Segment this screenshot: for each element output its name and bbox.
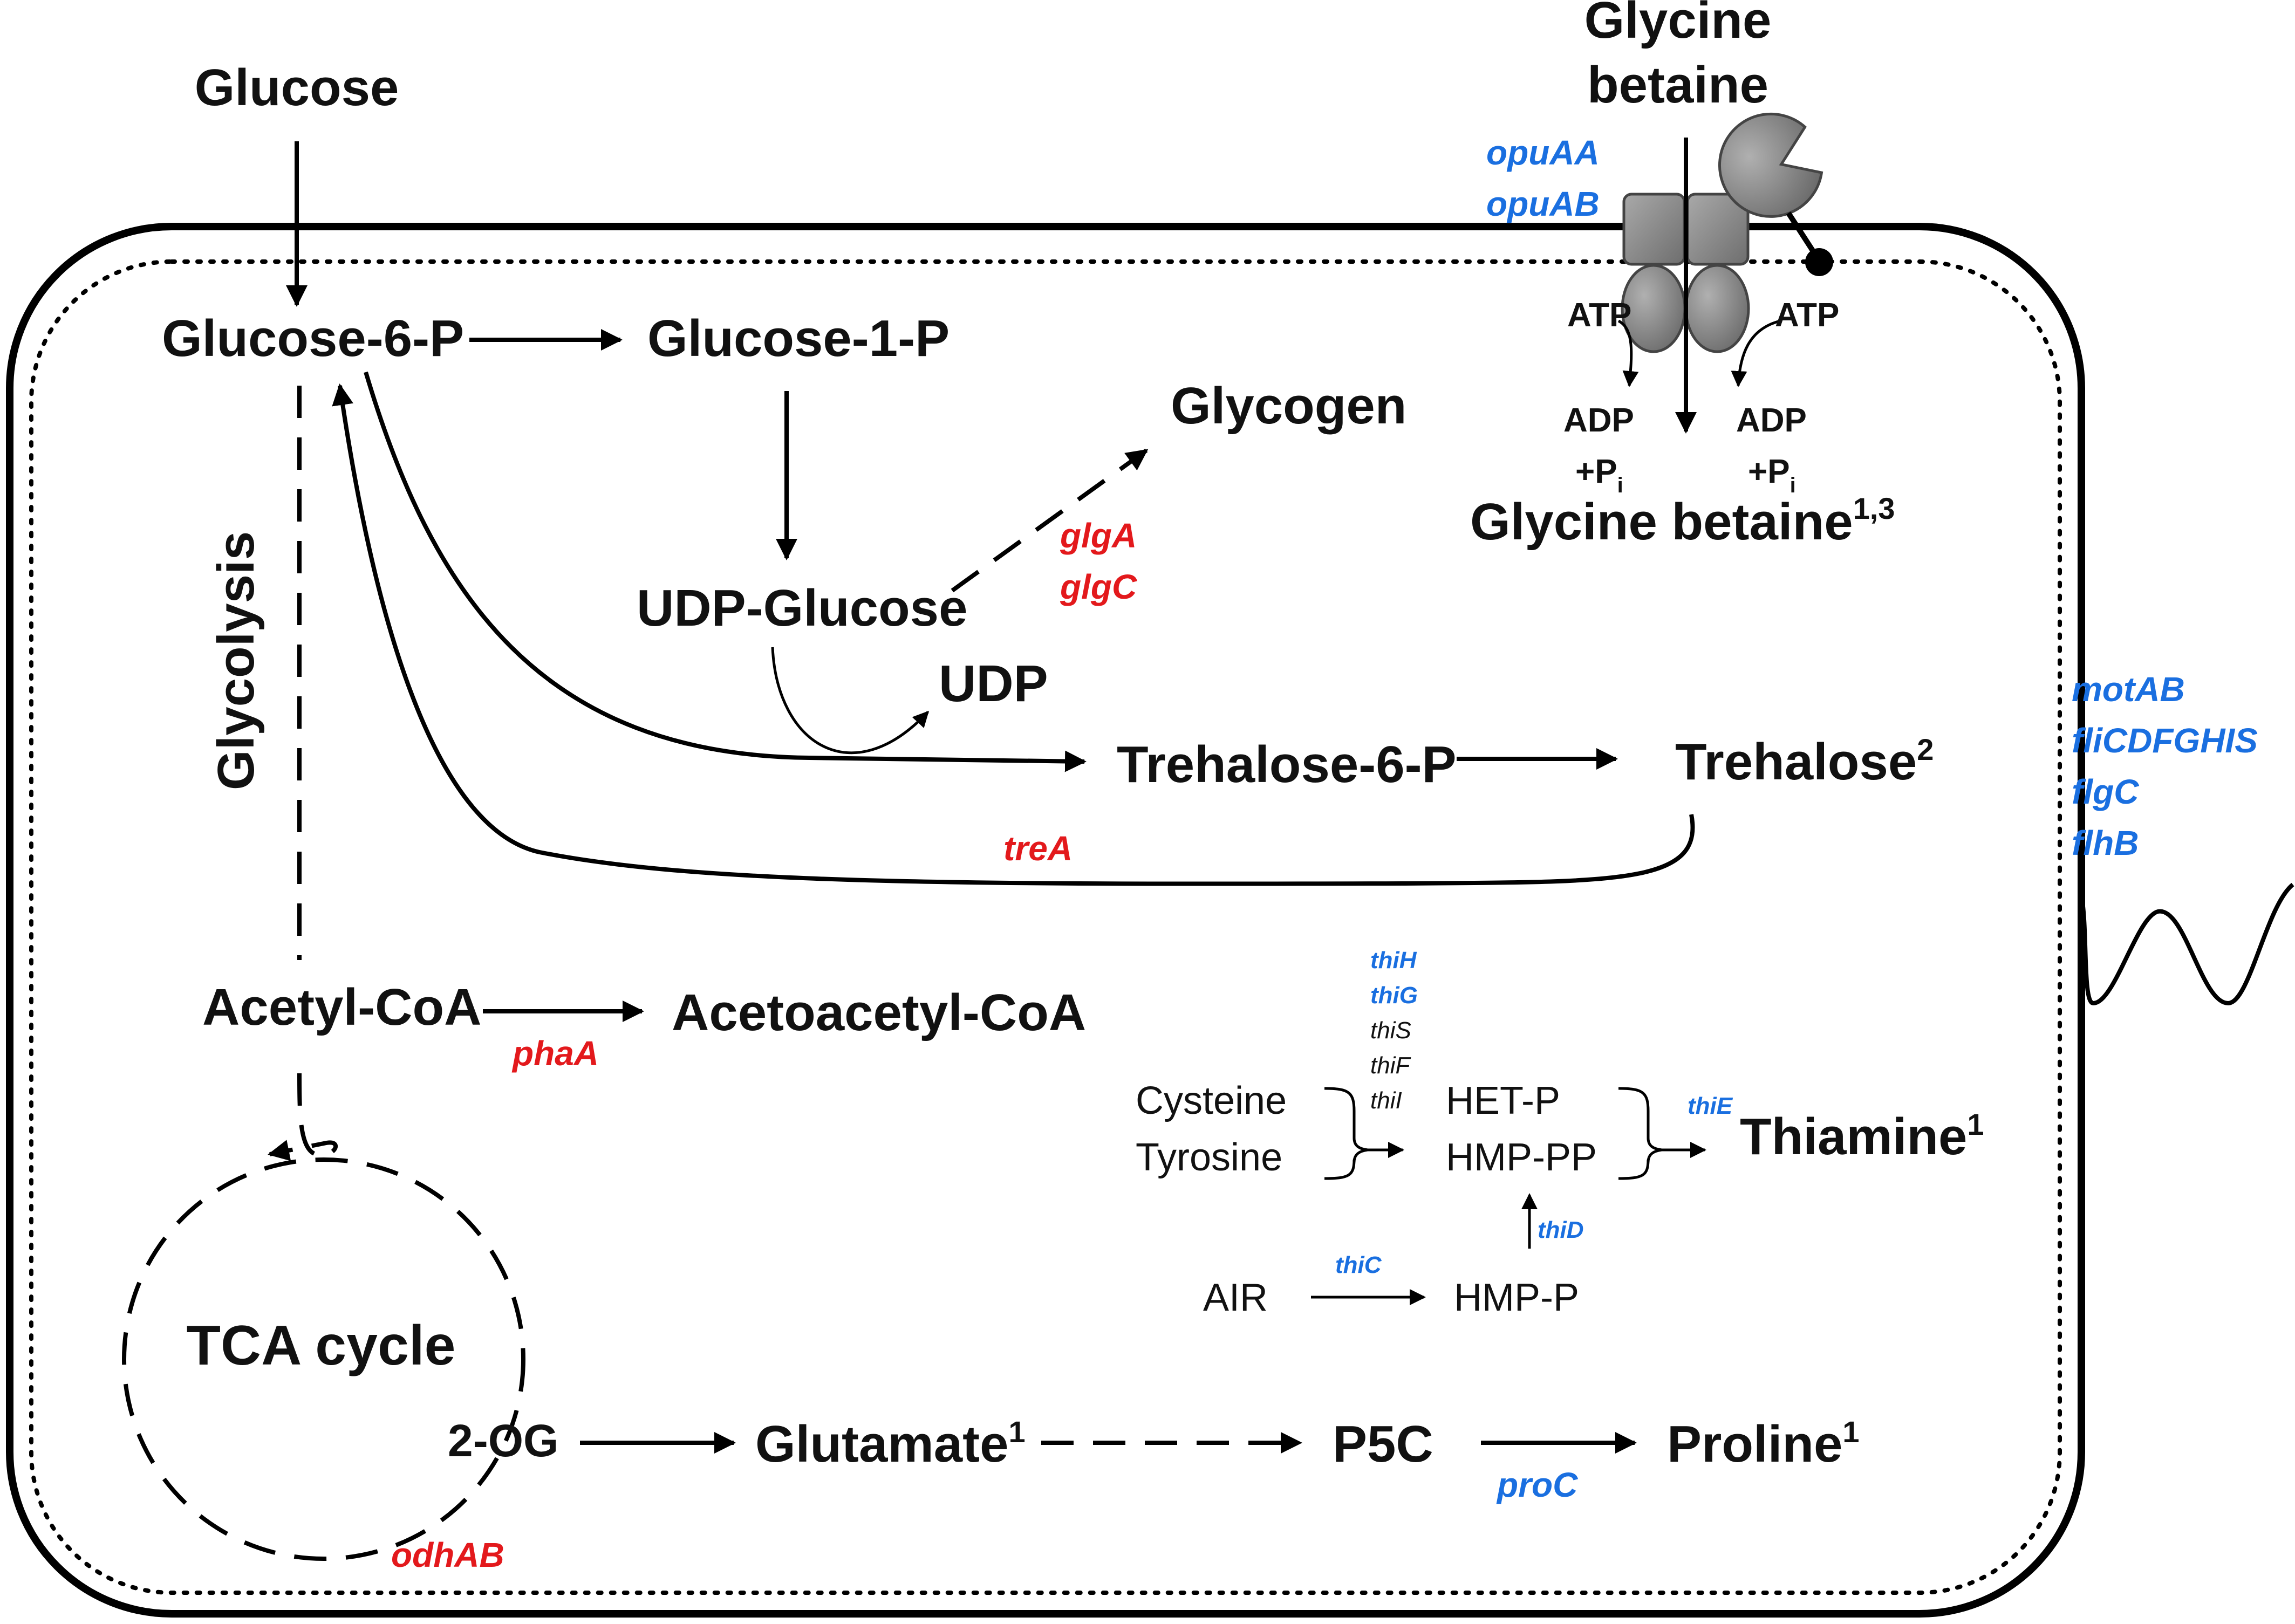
gene-flgC: flgC xyxy=(2072,772,2139,811)
label-tca-cycle: TCA cycle xyxy=(186,1314,455,1377)
label-udp-glucose: UDP-Glucose xyxy=(637,579,967,637)
substrate-binding-protein-icon xyxy=(1718,112,1833,276)
arrow-udpglucose-to-glycogen xyxy=(951,448,1149,593)
gene-thiC: thiC xyxy=(1335,1252,1382,1278)
gene-thiE: thiE xyxy=(1688,1093,1733,1119)
gene-thiI: thiI xyxy=(1370,1087,1402,1114)
label-het-p: HET-P xyxy=(1446,1079,1560,1122)
gene-thiF: thiF xyxy=(1370,1052,1411,1079)
label-acetoacetyl-coa: Acetoacetyl-CoA xyxy=(672,984,1086,1041)
label-atp-left: ATP xyxy=(1567,297,1631,334)
gene-opuAA: opuAA xyxy=(1486,133,1600,172)
label-pi-right: +Pi xyxy=(1748,453,1796,497)
label-tyrosine: Tyrosine xyxy=(1136,1136,1282,1179)
brace-hetp-hmppp xyxy=(1618,1087,1662,1180)
label-trehalose: Trehalose2 xyxy=(1675,732,1934,791)
label-udp: UDP xyxy=(939,655,1048,712)
label-hmp-p: HMP-P xyxy=(1454,1276,1579,1319)
label-glycine-betaine-in: Glycine betaine1,3 xyxy=(1470,491,1895,551)
blue-genes: opuAA opuAB motAB fliCDFGHIS flgC flhB t… xyxy=(1335,133,2258,1504)
gene-fliCDFGHIS: fliCDFGHIS xyxy=(2072,721,2258,760)
arrow-atp-hydrolysis-left xyxy=(1617,319,1639,387)
label-adp-right: ADP xyxy=(1736,402,1807,439)
gene-thiD: thiD xyxy=(1538,1217,1584,1243)
label-adp-left: ADP xyxy=(1563,402,1634,439)
label-p5c: P5C xyxy=(1333,1415,1433,1473)
arrow-acetylcoa-to-tca xyxy=(268,1073,338,1161)
red-genes: glgA glgC treA phaA odhAB xyxy=(391,516,1137,1574)
tca-cycle-loop xyxy=(122,1157,525,1561)
label-hmp-pp: HMP-PP xyxy=(1446,1136,1597,1179)
brace-cysteine-tyrosine xyxy=(1324,1087,1368,1180)
gene-treA: treA xyxy=(1003,829,1073,868)
gene-thiH: thiH xyxy=(1370,947,1417,974)
gene-thiG: thiG xyxy=(1370,982,1418,1009)
flagellum-icon xyxy=(2079,882,2294,1006)
arrow-g6p-to-trehalose6p xyxy=(364,371,1087,772)
outer-membrane xyxy=(6,223,2085,1618)
arrow-atp-hydrolysis-right xyxy=(1731,319,1781,387)
gene-thiS: thiS xyxy=(1370,1017,1411,1044)
gene-glgA: glgA xyxy=(1060,516,1137,555)
gene-glgC: glgC xyxy=(1060,567,1137,606)
gene-flhB: flhB xyxy=(2072,824,2139,862)
label-acetyl-coa: Acetyl-CoA xyxy=(202,978,481,1036)
arrow-trehalose-to-g6p xyxy=(332,383,1695,886)
label-atp-right: ATP xyxy=(1775,297,1839,334)
black-genes: thiS thiF thiI xyxy=(1370,1017,1411,1114)
label-glycine-out-2: betaine xyxy=(1587,56,1768,114)
abc-transporter-icon xyxy=(1621,193,1750,353)
label-glycogen: Glycogen xyxy=(1171,377,1406,435)
label-trehalose-6-p: Trehalose-6-P xyxy=(1117,736,1457,793)
label-glucose: Glucose xyxy=(195,59,399,117)
label-glutamate: Glutamate1 xyxy=(755,1415,1026,1473)
arrow-udpglucose-to-udp xyxy=(771,647,930,755)
label-cysteine: Cysteine xyxy=(1136,1079,1287,1122)
label-proline: Proline1 xyxy=(1667,1415,1860,1473)
label-pi-left: +Pi xyxy=(1575,453,1623,497)
label-glucose-6-p: Glucose-6-P xyxy=(162,310,464,367)
label-glycine-out-1: Glycine xyxy=(1584,0,1772,49)
label-thiamine: Thiamine1 xyxy=(1740,1107,1984,1166)
label-2-og: 2-OG xyxy=(448,1415,558,1466)
gene-phaA: phaA xyxy=(511,1034,599,1073)
cell-envelope xyxy=(6,223,2085,1618)
label-glycolysis: Glycolysis xyxy=(207,531,265,790)
label-air: AIR xyxy=(1203,1276,1268,1319)
gene-opuAB: opuAB xyxy=(1486,184,1600,223)
gene-motAB: motAB xyxy=(2072,670,2185,709)
gene-proC: proC xyxy=(1496,1465,1578,1504)
label-glucose-1-p: Glucose-1-P xyxy=(647,310,950,367)
gene-odhAB: odhAB xyxy=(391,1536,504,1574)
